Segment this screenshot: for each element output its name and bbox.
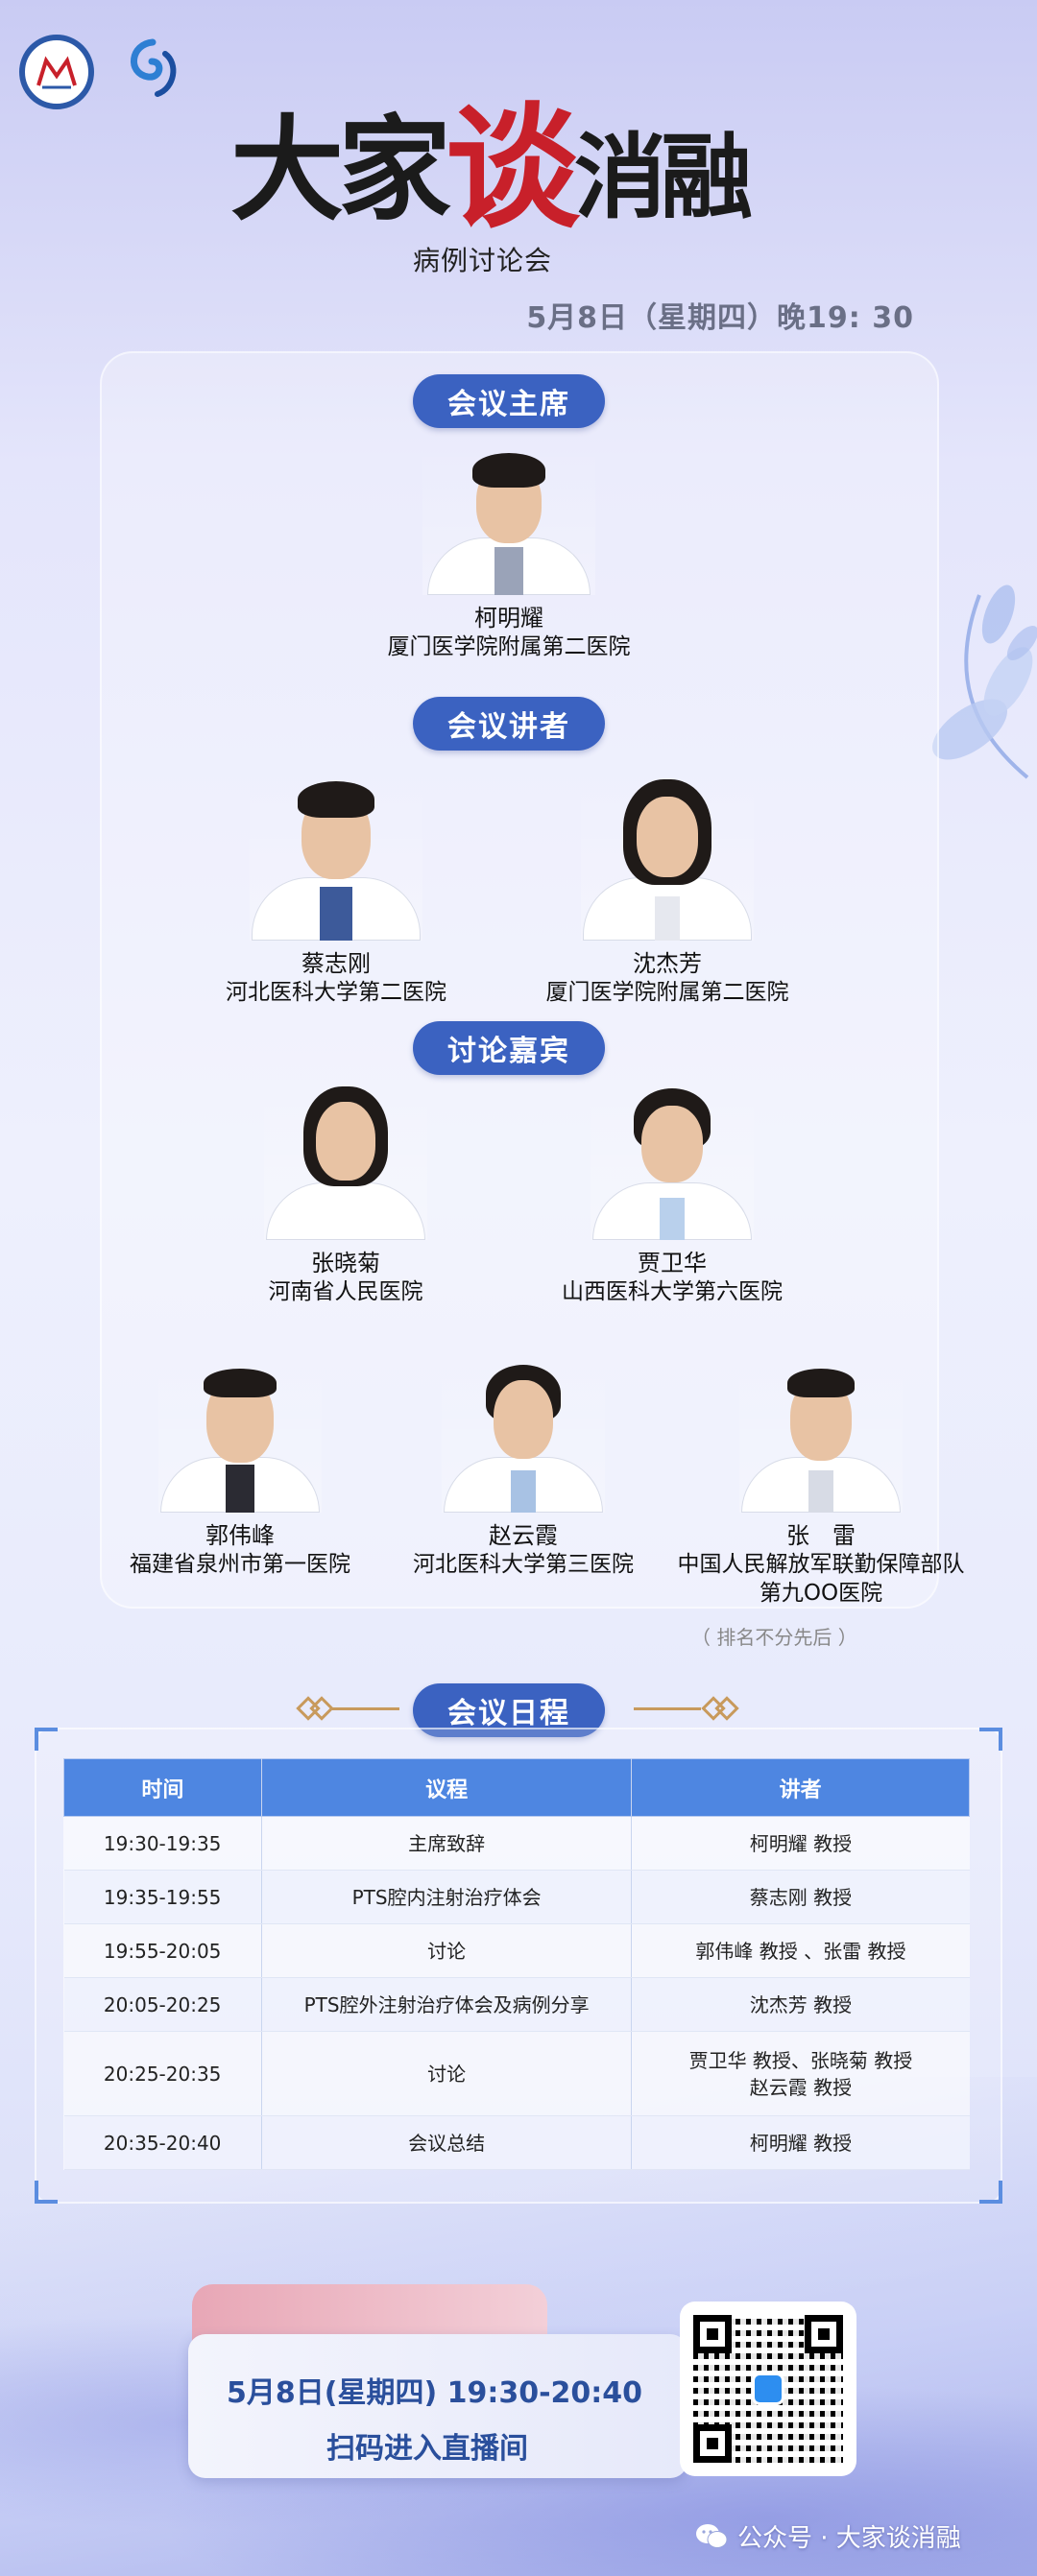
avatar bbox=[591, 1081, 754, 1240]
table-row: 20:35-20:40 会议总结 柯明耀 教授 bbox=[63, 2115, 970, 2170]
column-header-agenda: 议程 bbox=[260, 1758, 633, 1817]
live-info-card: 5月8日(星期四) 19:30-20:40 扫码进入直播间 bbox=[188, 2334, 687, 2478]
row-agenda: 会议总结 bbox=[261, 2115, 633, 2170]
table-header-row: 时间 议程 讲者 bbox=[63, 1758, 970, 1817]
title-part3: 消融 bbox=[574, 123, 753, 231]
swirl-logo-icon bbox=[130, 38, 177, 97]
live-qr-code[interactable] bbox=[680, 2302, 856, 2476]
row-time: 19:55-20:05 bbox=[63, 1923, 262, 1978]
title-part1: 大家 bbox=[230, 103, 451, 236]
avatar bbox=[264, 1081, 427, 1240]
title-part2: 谈 bbox=[446, 90, 580, 248]
row-speaker: 贾卫华 教授、张晓菊 教授 赵云霞 教授 bbox=[631, 2031, 970, 2116]
section-guests-label: 讨论嘉宾 bbox=[413, 1021, 605, 1075]
guest-org: 福建省泉州市第一医院 bbox=[130, 1552, 350, 1577]
swirl-logo bbox=[119, 35, 186, 102]
association-logo bbox=[19, 35, 94, 109]
section-speakers-label: 会议讲者 bbox=[413, 697, 605, 751]
guest-name: 张晓菊 bbox=[311, 1250, 380, 1276]
wechat-icon bbox=[696, 2523, 728, 2548]
table-row: 19:30-19:35 主席致辞 柯明耀 教授 bbox=[63, 1816, 970, 1871]
row-time: 20:05-20:25 bbox=[63, 1977, 262, 2032]
avatar bbox=[250, 772, 422, 941]
row-agenda: 讨论 bbox=[261, 2031, 633, 2116]
row-speaker-line2: 赵云霞 教授 bbox=[749, 2075, 853, 2099]
wechat-account: 公众号 · 大家谈消融 bbox=[695, 2518, 961, 2554]
guest-card: 张 雷 中国人民解放军联勤保障部队 第九OO医院 bbox=[658, 1357, 984, 1608]
avatar bbox=[442, 1357, 605, 1513]
avatar bbox=[422, 441, 595, 595]
speaker-name: 沈杰芳 bbox=[633, 950, 702, 977]
chair-name: 柯明耀 bbox=[474, 605, 543, 632]
speaker-org: 厦门医学院附属第二医院 bbox=[545, 980, 789, 1005]
wechat-account-name: 公众号 · 大家谈消融 bbox=[737, 2524, 961, 2553]
row-speaker: 蔡志刚 教授 bbox=[631, 1870, 970, 1924]
chair-card: 柯明耀 厦门医学院附属第二医院 bbox=[374, 441, 643, 661]
column-header-time: 时间 bbox=[63, 1758, 262, 1817]
row-agenda: 主席致辞 bbox=[261, 1816, 633, 1871]
avatar bbox=[581, 772, 754, 941]
guest-name: 郭伟峰 bbox=[205, 1522, 275, 1549]
section-chair-label: 会议主席 bbox=[413, 374, 605, 428]
row-speaker: 柯明耀 教授 bbox=[631, 1816, 970, 1871]
avatar bbox=[739, 1357, 903, 1513]
event-title: 大家谈消融 病例讨论会 bbox=[230, 96, 807, 278]
row-time: 19:35-19:55 bbox=[63, 1870, 262, 1924]
qr-code-pattern bbox=[693, 2315, 843, 2463]
guest-org: 中国人民解放军联勤保障部队 bbox=[677, 1552, 965, 1577]
association-logo-icon bbox=[36, 56, 77, 89]
row-speaker: 郭伟峰 教授 、张雷 教授 bbox=[631, 1923, 970, 1978]
row-agenda: PTS腔外注射治疗体会及病例分享 bbox=[261, 1977, 633, 2032]
guest-org: 河北医科大学第三医院 bbox=[413, 1552, 634, 1577]
guest-name: 张 雷 bbox=[786, 1522, 856, 1549]
speaker-card: 蔡志刚 河北医科大学第二医院 bbox=[192, 772, 480, 1007]
qr-center-logo-icon bbox=[752, 2373, 784, 2405]
guest-card: 赵云霞 河北医科大学第三医院 bbox=[389, 1357, 658, 1579]
avatar bbox=[158, 1357, 322, 1513]
column-header-speaker: 讲者 bbox=[631, 1758, 970, 1817]
scan-to-enter-text: 扫码进入直播间 bbox=[326, 2432, 528, 2466]
row-agenda: PTS腔内注射治疗体会 bbox=[261, 1870, 633, 1924]
table-row: 20:25-20:35 讨论 贾卫华 教授、张晓菊 教授 赵云霞 教授 bbox=[63, 2031, 970, 2116]
guest-org-line2: 第九OO医院 bbox=[759, 1581, 883, 1606]
logo-group bbox=[19, 35, 186, 109]
event-date: 5月8日（星期四）晚19: 30 bbox=[526, 301, 914, 335]
speaker-org: 河北医科大学第二医院 bbox=[226, 980, 446, 1005]
speaker-card: 沈杰芳 厦门医学院附属第二医院 bbox=[523, 772, 811, 1007]
event-subtitle: 病例讨论会 bbox=[413, 245, 553, 276]
row-time: 19:30-19:35 bbox=[63, 1816, 262, 1871]
row-time: 20:25-20:35 bbox=[63, 2031, 262, 2116]
table-row: 20:05-20:25 PTS腔外注射治疗体会及病例分享 沈杰芳 教授 bbox=[63, 1977, 970, 2032]
guest-org: 河南省人民医院 bbox=[268, 1279, 423, 1304]
divider-ornament-right bbox=[634, 1696, 739, 1721]
guest-name: 贾卫华 bbox=[638, 1250, 707, 1276]
row-speaker: 柯明耀 教授 bbox=[631, 2115, 970, 2170]
speaker-name: 蔡志刚 bbox=[301, 950, 371, 977]
row-speaker-line1: 贾卫华 教授、张晓菊 教授 bbox=[688, 2048, 913, 2072]
guest-org: 山西医科大学第六医院 bbox=[562, 1279, 783, 1304]
row-time: 20:35-20:40 bbox=[63, 2115, 262, 2170]
table-row: 19:35-19:55 PTS腔内注射治疗体会 蔡志刚 教授 bbox=[63, 1870, 970, 1924]
guest-card: 郭伟峰 福建省泉州市第一医院 bbox=[106, 1357, 374, 1579]
guest-card: 贾卫华 山西医科大学第六医院 bbox=[528, 1081, 816, 1306]
schedule-table: 时间 议程 讲者 19:30-19:35 主席致辞 柯明耀 教授 19:35-1… bbox=[63, 1758, 970, 2170]
chair-org: 厦门医学院附属第二医院 bbox=[387, 634, 631, 659]
guest-name: 赵云霞 bbox=[489, 1522, 558, 1549]
table-row: 19:55-20:05 讨论 郭伟峰 教授 、张雷 教授 bbox=[63, 1923, 970, 1978]
guest-card: 张晓菊 河南省人民医院 bbox=[202, 1081, 490, 1306]
divider-ornament-left bbox=[296, 1696, 403, 1721]
live-date-time: 5月8日(星期四) 19:30-20:40 bbox=[227, 2376, 643, 2410]
row-speaker: 沈杰芳 教授 bbox=[631, 1977, 970, 2032]
leaf-decoration bbox=[932, 584, 1037, 779]
row-agenda: 讨论 bbox=[261, 1923, 633, 1978]
ranking-note: （ 排名不分先后 ） bbox=[691, 1626, 857, 1649]
